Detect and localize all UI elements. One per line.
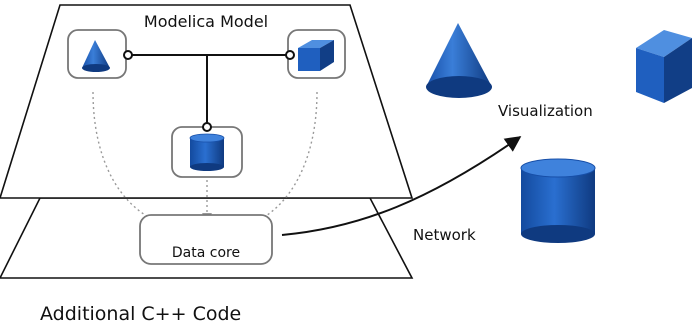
cylinder-icon <box>189 133 225 171</box>
cylinder-component[interactable] <box>171 122 243 178</box>
data-core-box[interactable] <box>139 214 273 265</box>
visualization-label: Visualization <box>498 102 593 120</box>
component-connections <box>128 54 290 127</box>
connector-port <box>123 50 133 60</box>
network-arrow <box>281 136 522 236</box>
network-label: Network <box>413 226 476 244</box>
cube-icon <box>636 30 692 103</box>
model-plane-title: Modelica Model <box>144 12 268 31</box>
code-plane-title: Additional C++ Code <box>40 303 241 323</box>
data-core-label: Data core <box>172 245 240 261</box>
connector-port <box>285 50 295 60</box>
cone-icon <box>82 40 110 72</box>
connector-port <box>202 122 212 132</box>
visualization-cone <box>426 23 492 98</box>
cube-icon <box>298 40 334 71</box>
cube-component[interactable] <box>285 29 346 79</box>
cone-icon <box>426 23 492 98</box>
cone-component[interactable] <box>67 29 133 79</box>
visualization-cylinder <box>520 158 596 243</box>
cylinder-icon <box>520 158 596 243</box>
visualization-cube <box>636 30 692 103</box>
